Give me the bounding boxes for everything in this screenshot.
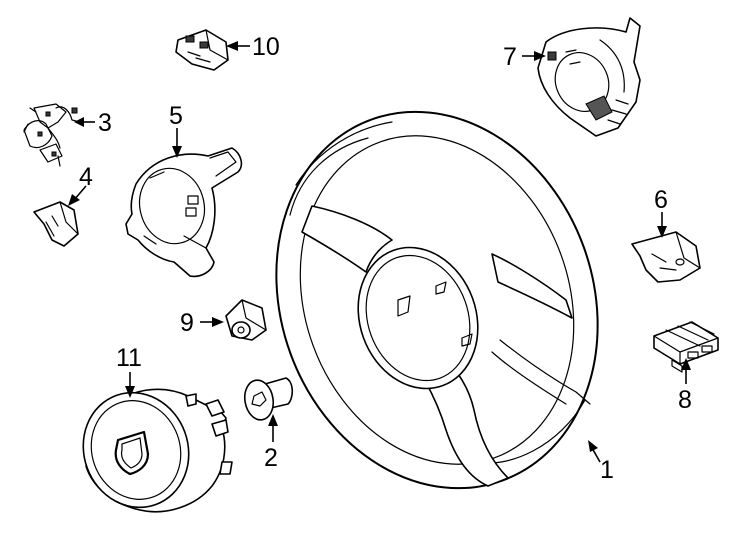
leader-lines xyxy=(68,41,691,463)
steering-wheel-part[interactable] xyxy=(225,66,650,534)
callout-9: 9 xyxy=(180,309,194,337)
trim-cover-part[interactable] xyxy=(125,147,243,278)
callout-5: 5 xyxy=(169,102,183,130)
crest-icon xyxy=(114,430,150,476)
callout-6: 6 xyxy=(654,186,668,214)
control-module-part[interactable] xyxy=(653,321,719,373)
callout-8: 8 xyxy=(678,386,692,414)
switch-top-part[interactable] xyxy=(175,29,229,71)
column-cover-part[interactable] xyxy=(537,17,641,137)
callout-11: 11 xyxy=(116,344,142,372)
switch-right-part[interactable] xyxy=(631,231,701,283)
callout-2: 2 xyxy=(264,444,278,472)
callout-1: 1 xyxy=(600,456,614,484)
callout-4: 4 xyxy=(79,163,93,191)
bolt-part[interactable] xyxy=(242,377,294,422)
damper-part[interactable] xyxy=(225,299,267,341)
callout-10: 10 xyxy=(252,33,280,61)
callout-3: 3 xyxy=(98,109,112,137)
wiring-harness-part[interactable] xyxy=(23,103,81,167)
callout-labels: 1 2 3 4 5 6 7 8 9 10 11 xyxy=(79,33,692,484)
callout-7: 7 xyxy=(503,43,517,71)
switch-small-part[interactable] xyxy=(33,201,79,247)
airbag-module-part[interactable] xyxy=(67,378,233,523)
